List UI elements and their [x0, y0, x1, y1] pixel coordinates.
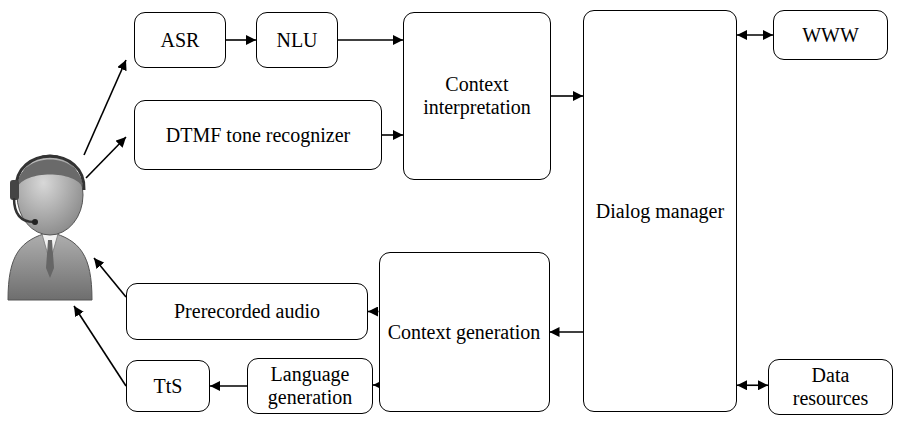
speech-output-arrow	[74, 306, 126, 386]
box-label: DTMF tone recognizer	[163, 124, 353, 147]
speech-arrow	[84, 60, 126, 155]
flow-arrow	[551, 95, 583, 97]
tone-arrow	[86, 137, 126, 178]
flow-arrow	[550, 331, 584, 333]
box-label: Data resources	[769, 364, 892, 410]
flow-arrow	[382, 134, 403, 136]
user-arrows	[74, 60, 126, 386]
box-label: NLU	[273, 29, 320, 52]
box-label: ASR	[158, 29, 203, 52]
process-box: WWW	[773, 10, 888, 60]
person-icon	[8, 155, 92, 300]
box-label: Context interpretation	[404, 73, 550, 119]
box-label: Dialog manager	[593, 200, 727, 223]
process-box: Context generation	[379, 252, 550, 412]
process-box: Prerecorded audio	[126, 283, 368, 340]
flow-arrow	[368, 311, 379, 313]
flow-arrow	[210, 385, 247, 387]
process-box: NLU	[256, 12, 338, 68]
flow-arrow	[338, 39, 403, 41]
process-box: Dialog manager	[583, 10, 737, 412]
box-label: Prerecorded audio	[171, 300, 323, 323]
flow-arrow	[737, 384, 768, 386]
box-label: TtS	[151, 375, 186, 398]
box-label: Language generation	[248, 363, 372, 409]
box-label: Context generation	[385, 321, 544, 344]
flow-arrow	[373, 384, 379, 386]
process-box: Language generation	[247, 358, 373, 414]
flow-arrow	[226, 39, 256, 41]
process-box: ASR	[134, 12, 226, 68]
flow-arrow	[737, 34, 773, 36]
process-box: DTMF tone recognizer	[134, 100, 382, 170]
audio-arrow	[94, 258, 126, 297]
process-box: Context interpretation	[403, 12, 551, 180]
process-box: Data resources	[768, 359, 893, 415]
box-label: WWW	[799, 24, 862, 47]
process-box: TtS	[126, 360, 210, 412]
